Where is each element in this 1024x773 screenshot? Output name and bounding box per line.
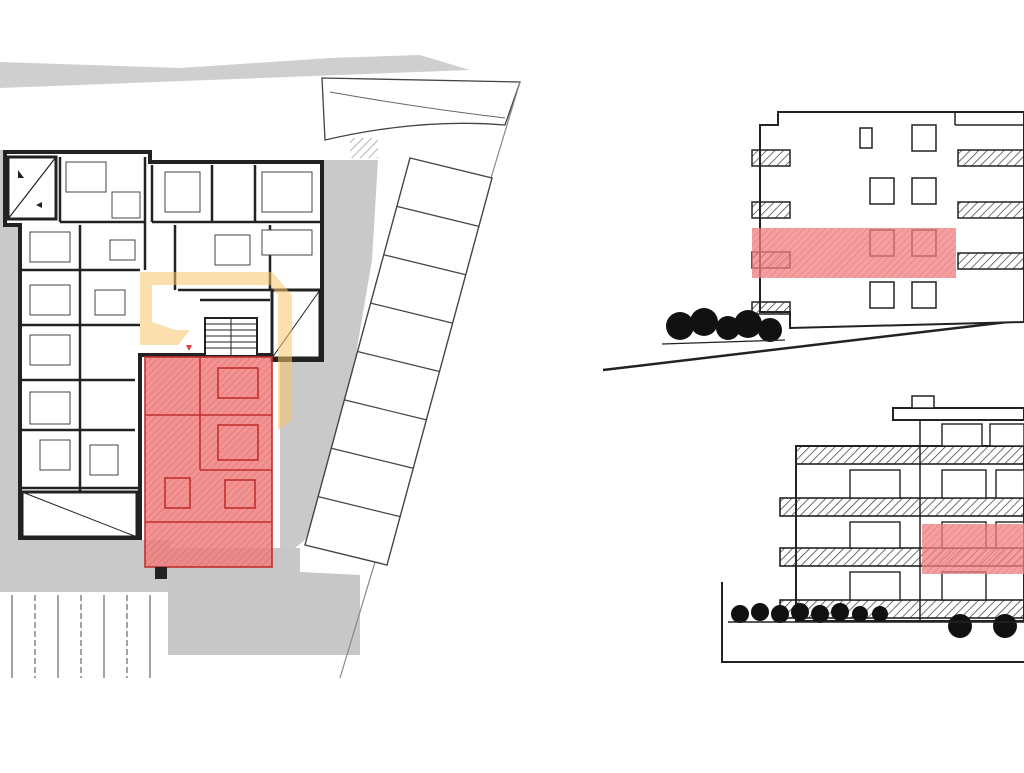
shrubs-lower	[731, 603, 1017, 638]
highlight-hatch-lower	[922, 524, 1024, 574]
ground-base-lower	[721, 582, 1024, 663]
site-area-bottom	[0, 540, 170, 592]
entrance-steps	[350, 138, 378, 158]
stair-treads	[205, 318, 257, 356]
parking-stalls-bottom	[11, 595, 151, 678]
highlight-orange-corridor	[140, 272, 292, 430]
entry-marker	[186, 345, 192, 351]
entry-step	[155, 567, 167, 579]
parking-stall-line	[331, 447, 414, 469]
site-strip-right	[280, 160, 378, 548]
core-diagonal	[7, 156, 57, 220]
roof-parapet	[892, 407, 1024, 421]
parking-stall-line	[344, 399, 427, 421]
highlighted-unit-hatch	[145, 357, 272, 567]
entrance-canopy	[321, 77, 521, 141]
tree-base-upper	[661, 339, 786, 345]
parking-stall-line	[317, 496, 401, 518]
parking-stall-line	[396, 205, 480, 227]
elevation-upper	[602, 111, 1024, 372]
trees-upper	[666, 308, 782, 342]
site-floor-plan	[0, 55, 521, 679]
road-band-top	[0, 55, 470, 88]
roof-box	[911, 395, 935, 409]
parking-stall-line	[370, 302, 453, 324]
highlight-hatch-upper	[752, 228, 956, 278]
parking-stall-line	[383, 254, 466, 276]
parking-stalls-right	[304, 157, 493, 566]
elevation-lower	[721, 395, 1024, 663]
interior-walls	[22, 157, 320, 535]
ground-line-upper	[602, 318, 1024, 372]
courtyard-bottom	[168, 548, 360, 655]
balconies-upper-right	[957, 149, 1024, 270]
highlighted-unit-walls	[144, 356, 273, 568]
core-arrow	[18, 170, 42, 208]
core-diagonal-2	[21, 491, 138, 538]
parking-stall-line	[357, 350, 440, 373]
entrance-canopy-curve	[329, 91, 506, 119]
furniture	[29, 161, 313, 476]
